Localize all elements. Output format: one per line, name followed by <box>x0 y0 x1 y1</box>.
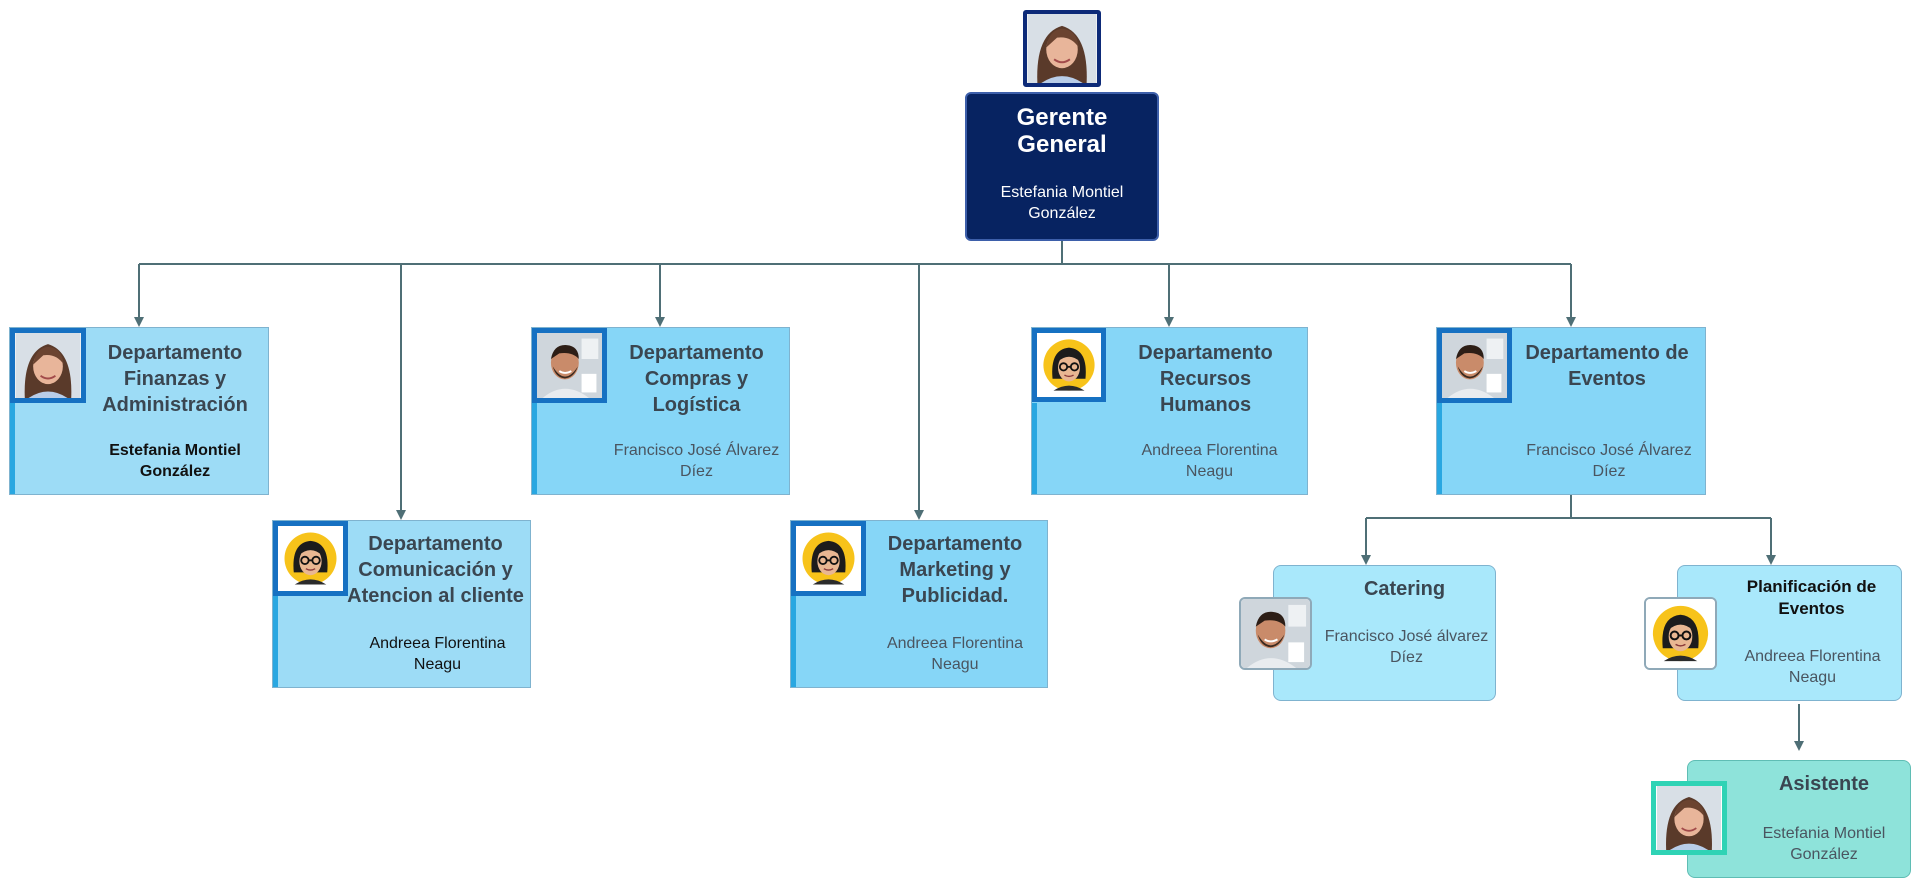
dept-name: Estefania Montiel González <box>109 442 241 480</box>
node-accent <box>532 403 537 494</box>
dept-title: Departamento de Eventos <box>1525 342 1689 390</box>
dept-finanzas-photo <box>10 328 86 403</box>
assistant-title: Asistente <box>1778 773 1870 795</box>
woman-brown-hair-photo-icon <box>1027 14 1097 83</box>
dept-name: Francisco José Álvarez Díez <box>1526 442 1692 480</box>
woman-brown-hair-photo-icon <box>15 333 81 398</box>
dept-finanzas-node[interactable]: Departamento Finanzas y Administración E… <box>9 327 269 495</box>
node-accent <box>10 403 15 494</box>
unit-name: Andreea Florentina Neagu <box>1744 648 1881 686</box>
assistant-name: Estefania Montiel González <box>1762 825 1886 863</box>
dept-rrhh-photo <box>1032 328 1106 402</box>
dept-title: Departamento Comunicación y Atencion al … <box>347 533 524 607</box>
dept-compras-photo <box>532 328 607 403</box>
dept-title: Departamento Recursos Humanos <box>1138 342 1273 416</box>
unit-name: Francisco José álvarez Díez <box>1324 628 1489 666</box>
dept-comunicacion-node[interactable]: Departamento Comunicación y Atencion al … <box>272 520 531 688</box>
dept-comunicacion-photo <box>273 521 348 596</box>
woman-glasses-avatar-icon <box>796 526 861 591</box>
man-beard-photo-icon <box>1442 333 1507 398</box>
dept-marketing-node[interactable]: Departamento Marketing y Publicidad. And… <box>790 520 1048 688</box>
dept-title: Departamento Finanzas y Administración <box>102 342 248 416</box>
woman-glasses-avatar-icon <box>1646 599 1715 668</box>
unit-title: Catering <box>1363 578 1446 600</box>
dept-name: Francisco José Álvarez Díez <box>613 442 780 480</box>
man-beard-photo-icon <box>537 333 602 398</box>
root-name: Estefania Montiel González <box>1000 184 1124 222</box>
dept-eventos-photo <box>1437 328 1512 403</box>
node-accent <box>791 596 796 687</box>
dept-title: Departamento Compras y Logística <box>629 342 764 416</box>
root-photo <box>1023 10 1101 87</box>
root-node[interactable]: Gerente General Estefania Montiel Gonzál… <box>965 92 1159 241</box>
dept-eventos-node[interactable]: Departamento de Eventos Francisco José Á… <box>1436 327 1706 495</box>
woman-glasses-avatar-icon <box>1037 333 1101 397</box>
dept-name: Andreea Florentina Neagu <box>369 635 506 673</box>
dept-title: Departamento Marketing y Publicidad. <box>887 533 1023 607</box>
unit-title: Planificación de Eventos <box>1746 577 1877 618</box>
node-accent <box>273 596 278 687</box>
dept-marketing-photo <box>791 521 866 596</box>
node-accent <box>1032 403 1037 494</box>
unit-catering-photo <box>1239 597 1312 670</box>
node-accent <box>1437 403 1442 494</box>
dept-name: Andreea Florentina Neagu <box>886 635 1024 673</box>
woman-brown-hair-photo-icon <box>1657 786 1721 850</box>
unit-planificacion-photo <box>1644 597 1717 670</box>
woman-glasses-avatar-icon <box>278 526 343 591</box>
dept-name: Andreea Florentina Neagu <box>1141 442 1278 480</box>
assistant-photo <box>1651 781 1727 855</box>
man-beard-photo-icon <box>1241 599 1310 668</box>
root-title: Gerente General <box>1016 104 1108 158</box>
